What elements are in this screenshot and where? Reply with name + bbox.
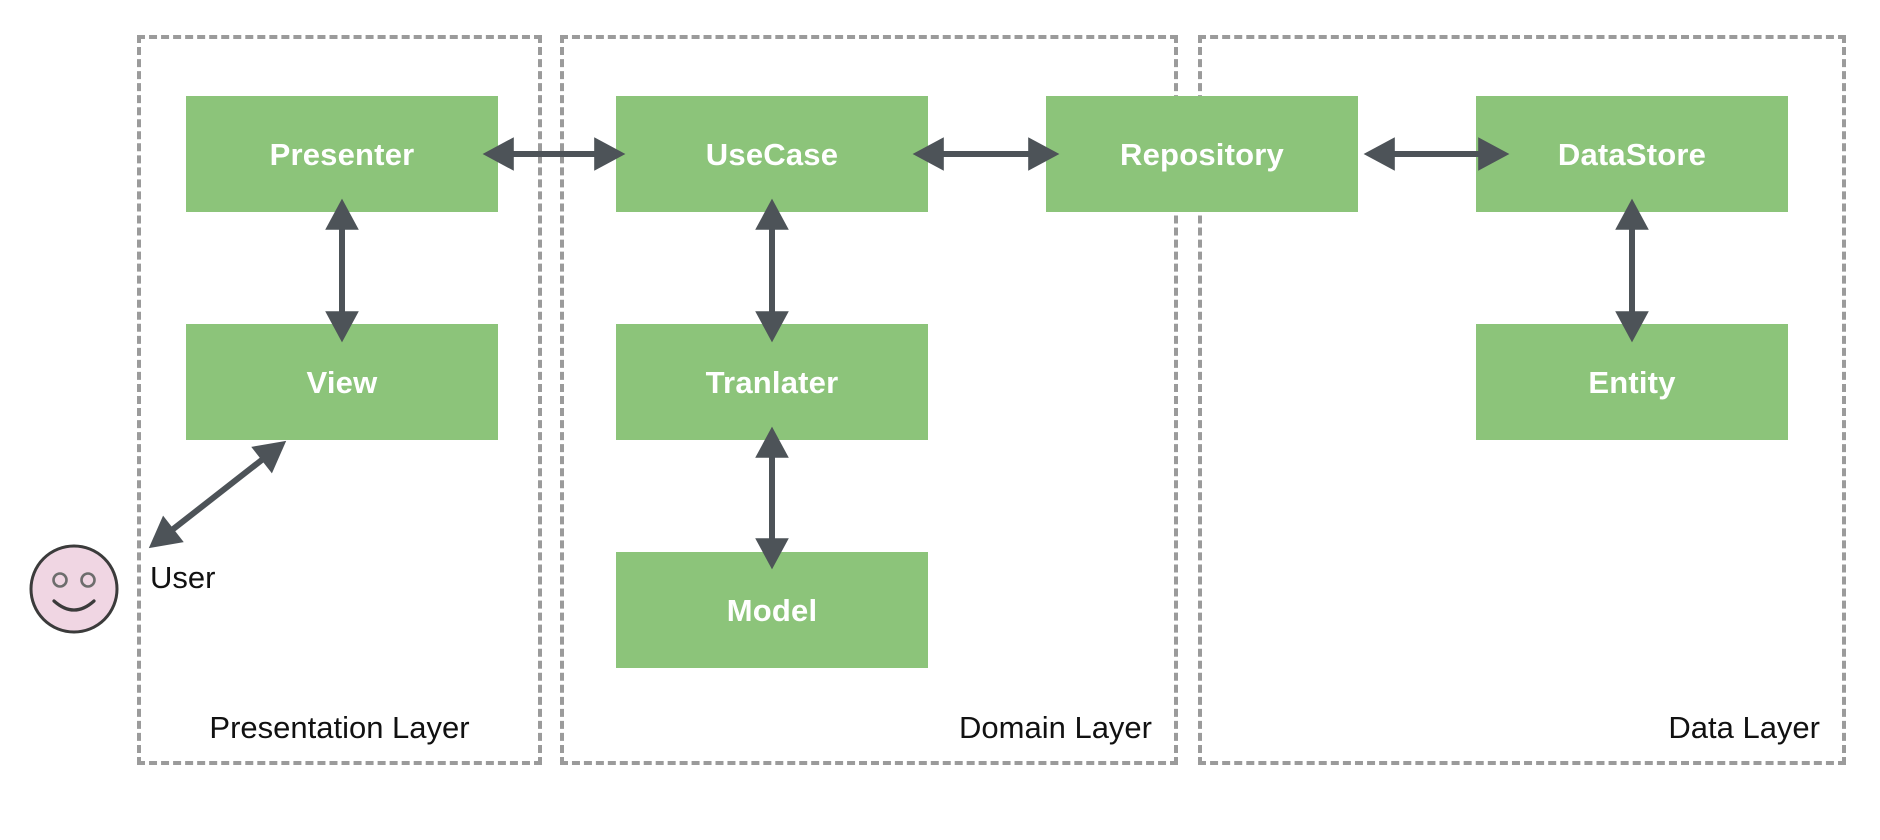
layer-container-data: Data Layer xyxy=(1198,35,1846,765)
node-model[interactable]: Model xyxy=(616,552,928,668)
node-datastore[interactable]: DataStore xyxy=(1476,96,1788,212)
layer-label-presentation: Presentation Layer xyxy=(209,710,470,745)
smiley-face-icon xyxy=(29,544,119,634)
node-entity-label: Entity xyxy=(1588,364,1676,400)
layer-label-data: Data Layer xyxy=(1668,710,1820,745)
node-tranlater-label: Tranlater xyxy=(705,364,839,400)
node-repository-label: Repository xyxy=(1120,136,1284,172)
node-model-label: Model xyxy=(726,592,818,628)
node-view-label: View xyxy=(306,364,378,400)
node-entity[interactable]: Entity xyxy=(1476,324,1788,440)
node-usecase[interactable]: UseCase xyxy=(616,96,928,212)
node-repository[interactable]: Repository xyxy=(1046,96,1358,212)
node-presenter[interactable]: Presenter xyxy=(186,96,498,212)
layer-label-domain: Domain Layer xyxy=(959,710,1152,745)
node-view[interactable]: View xyxy=(186,324,498,440)
node-presenter-label: Presenter xyxy=(269,136,415,172)
node-usecase-label: UseCase xyxy=(705,136,839,172)
layer-container-presentation: Presentation Layer xyxy=(137,35,542,765)
node-tranlater[interactable]: Tranlater xyxy=(616,324,928,440)
layer-container-domain: Domain Layer xyxy=(560,35,1178,765)
node-datastore-label: DataStore xyxy=(1557,136,1707,172)
user-actor-label: User xyxy=(150,560,216,595)
